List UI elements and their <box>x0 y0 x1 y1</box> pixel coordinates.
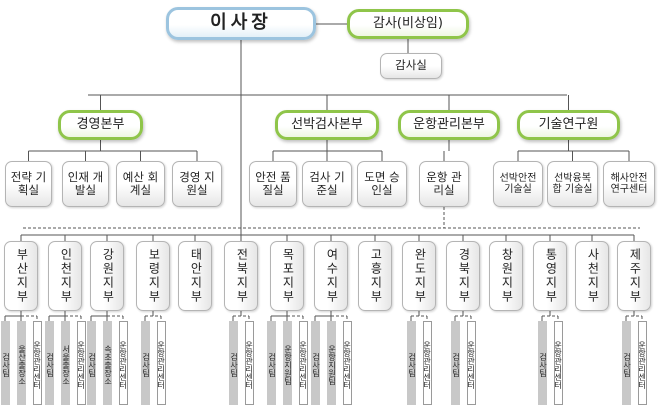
ops-center-box: 운항관리센터 <box>156 321 166 405</box>
sub-team-box: 검사팀 <box>0 321 10 405</box>
sub-team-box: 검사팀 <box>310 321 320 405</box>
branch-box: 고흥지부 <box>358 241 392 311</box>
ops-center-box: 운항관리센터 <box>32 321 42 405</box>
sub-team-box: 검사팀 <box>621 321 631 405</box>
branch-box: 태안지부 <box>178 241 212 311</box>
auditor-box: 감사(비상임) <box>347 9 469 39</box>
sub-team-box: 울산출장소 <box>16 321 26 405</box>
branch-box: 여수지부 <box>314 241 348 311</box>
ops-center-box: 운항관리센터 <box>553 321 563 405</box>
branch-box: 창원지부 <box>489 241 523 311</box>
unit-box: 예산 회계실 <box>116 161 165 207</box>
unit-box: 도면 승인실 <box>357 161 407 207</box>
branch-box: 보령지부 <box>136 241 170 311</box>
ops-center-box: 운항관리센터 <box>466 321 476 405</box>
sub-team-box: 검사팀 <box>450 321 460 405</box>
ops-center-box: 운항관리센터 <box>118 321 128 405</box>
sub-team-box: 검사팀 <box>266 321 276 405</box>
unit-box: 선박안전 기술실 <box>493 161 543 207</box>
unit-box: 전략 기획실 <box>5 161 52 207</box>
unit-box: 운항 관리실 <box>419 161 469 207</box>
ops-center-box: 운항관리센터 <box>244 321 254 405</box>
division-box: 선박검사본부 <box>275 110 379 140</box>
branch-box: 완도지부 <box>402 241 436 311</box>
branch-box: 경북지부 <box>446 241 480 311</box>
division-box: 경영본부 <box>58 110 143 140</box>
sub-team-box: 서울출장소 <box>60 321 70 405</box>
sub-team-box: 검사팀 <box>140 321 150 405</box>
branch-box: 목포지부 <box>270 241 304 311</box>
sub-team-box: 검사팀 <box>406 321 416 405</box>
branch-box: 제주지부 <box>617 241 651 311</box>
unit-box: 안전 품질실 <box>249 161 297 207</box>
ops-center-box: 운항관리센터 <box>298 321 308 405</box>
sub-team-box: 검사팀 <box>537 321 547 405</box>
unit-box: 경영 지원실 <box>172 161 222 207</box>
branch-box: 부산지부 <box>4 241 38 311</box>
branch-box: 통영지부 <box>533 241 567 311</box>
ops-center-box: 운항관리센터 <box>422 321 432 405</box>
ops-center-box: 운항관리센터 <box>342 321 352 405</box>
sub-team-box: 검사팀 <box>44 321 54 405</box>
unit-box: 인재 개발실 <box>62 161 109 207</box>
branch-box: 전북지부 <box>224 241 258 311</box>
audit-office-box: 감사실 <box>380 53 442 79</box>
sub-team-box: 운항지원팀 <box>326 321 336 405</box>
ops-center-box: 운항관리센터 <box>637 321 647 405</box>
unit-box: 해사안전 연구센터 <box>603 161 655 207</box>
division-box: 운항관리본부 <box>398 110 500 140</box>
sub-team-box: 속초출장소 <box>102 321 112 405</box>
sub-team-box: 운항지원팀 <box>282 321 292 405</box>
sub-team-box: 검사팀 <box>86 321 96 405</box>
division-box: 기술연구원 <box>517 110 620 140</box>
sub-team-box: 검사팀 <box>228 321 238 405</box>
chairman-box: 이사장 <box>166 7 316 40</box>
branch-box: 인천지부 <box>48 241 82 311</box>
unit-box: 검사 기준실 <box>302 161 352 207</box>
unit-box: 선박융복합 기술실 <box>547 161 598 207</box>
branch-box: 강원지부 <box>90 241 124 311</box>
ops-center-box: 운항관리센터 <box>76 321 86 405</box>
branch-box: 사천지부 <box>575 241 609 311</box>
